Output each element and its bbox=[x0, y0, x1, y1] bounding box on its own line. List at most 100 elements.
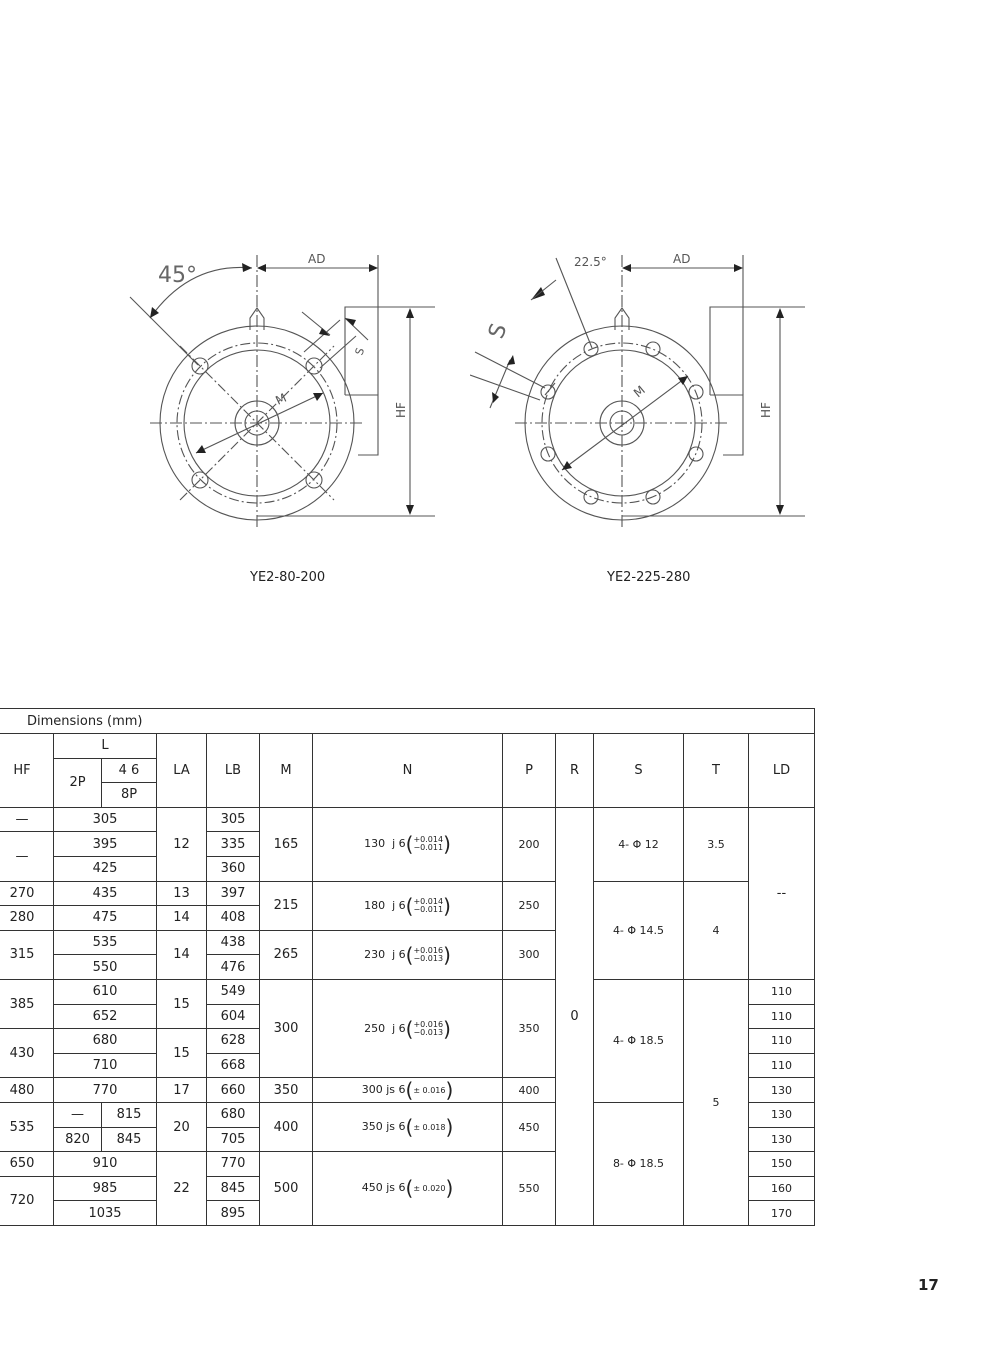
ad-label: AD bbox=[308, 252, 325, 266]
table-row: 652 604 110 bbox=[0, 1003, 815, 1030]
l-cell: 535 bbox=[53, 929, 157, 956]
n-cell: 250 j 6(+0.016−0.013) bbox=[312, 978, 503, 1079]
drawing-caption-2: YE2-225-280 bbox=[607, 570, 691, 585]
header-ld: LD bbox=[748, 733, 815, 808]
l-cell: 680 bbox=[53, 1028, 157, 1054]
p-cell: 200 bbox=[502, 806, 556, 882]
flange-drawing-ye2-80-200: 45° AD HF M S bbox=[129, 252, 435, 530]
l-cell: 435 bbox=[53, 880, 157, 907]
hf-label: HF bbox=[759, 402, 773, 418]
l-cell: 845 bbox=[101, 1126, 157, 1153]
t-cell: 5 bbox=[683, 978, 749, 1226]
m-cell: 165 bbox=[259, 806, 313, 882]
m-cell: 265 bbox=[259, 929, 313, 980]
la-cell: 14 bbox=[156, 905, 207, 931]
lb-cell: 305 bbox=[206, 806, 260, 833]
ld-cell: -- bbox=[748, 806, 815, 980]
lb-cell: 476 bbox=[206, 954, 260, 980]
ld-cell: 160 bbox=[748, 1175, 815, 1202]
la-cell: 15 bbox=[156, 1028, 207, 1079]
l-cell: 815 bbox=[101, 1101, 157, 1128]
s-cell: 4- Φ 14.5 bbox=[593, 880, 684, 980]
table-row: 550 476 bbox=[0, 954, 815, 980]
l-cell: 820 bbox=[53, 1126, 102, 1153]
table-row: — 305 12 305 165 130 j 6(+0.014−0.011) 2… bbox=[0, 806, 815, 1226]
header-n: N bbox=[312, 733, 503, 808]
m-cell: 350 bbox=[259, 1077, 313, 1103]
lb-cell: 360 bbox=[206, 855, 260, 882]
table-row: 385 610 15 549 300 250 j 6(+0.016−0.013)… bbox=[0, 978, 815, 1226]
l-cell: 652 bbox=[53, 1003, 157, 1030]
n-cell: 130 j 6(+0.014−0.011) bbox=[312, 806, 503, 882]
header-la: LA bbox=[156, 733, 207, 808]
lb-cell: 770 bbox=[206, 1151, 260, 1177]
hf-cell: — bbox=[0, 831, 54, 882]
lb-cell: 895 bbox=[206, 1200, 260, 1226]
l-cell: 425 bbox=[53, 855, 157, 882]
n-cell: 450 js 6(± 0.020) bbox=[312, 1151, 503, 1226]
header-l-2p: 2P bbox=[53, 757, 102, 808]
table-row: 480 770 17 660 350 300 js 6(± 0.016) 400… bbox=[0, 1077, 815, 1103]
header-lb: LB bbox=[206, 733, 260, 808]
table-title: Dimensions (mm) bbox=[0, 708, 815, 734]
table-row: 270 435 13 397 215 180 j 6(+0.014−0.011)… bbox=[0, 880, 815, 980]
l-cell: 910 bbox=[53, 1151, 157, 1177]
header-hf: HF bbox=[0, 733, 54, 808]
flange-drawing-ye2-225-280: 22.5° AD HF M S bbox=[470, 252, 805, 530]
lb-cell: 397 bbox=[206, 880, 260, 907]
lb-cell: 604 bbox=[206, 1003, 260, 1030]
n-cell: 350 js 6(± 0.018) bbox=[312, 1101, 503, 1153]
table-row: 535 — 815 20 680 400 350 js 6(± 0.018) 4… bbox=[0, 1101, 815, 1226]
ld-cell: 130 bbox=[748, 1101, 815, 1128]
lb-cell: 335 bbox=[206, 831, 260, 857]
l-cell: 395 bbox=[53, 831, 157, 857]
header-l: L bbox=[53, 733, 157, 759]
hf-cell: 650 bbox=[0, 1151, 54, 1177]
l-cell: 985 bbox=[53, 1175, 157, 1202]
p-cell: 350 bbox=[502, 978, 556, 1079]
lb-cell: 408 bbox=[206, 905, 260, 931]
hf-cell: 430 bbox=[0, 1028, 54, 1079]
l-cell: 710 bbox=[53, 1052, 157, 1079]
t-cell: 4 bbox=[683, 880, 749, 980]
p-cell: 300 bbox=[502, 929, 556, 980]
hf-cell: 535 bbox=[0, 1101, 54, 1153]
header-l-46: 4 6 bbox=[101, 757, 157, 784]
m-cell: 300 bbox=[259, 978, 313, 1079]
hf-cell: 720 bbox=[0, 1175, 54, 1226]
l-cell: — bbox=[53, 1101, 102, 1128]
page-number: 17 bbox=[918, 1276, 939, 1294]
s-label: S bbox=[484, 320, 512, 342]
hf-cell: 280 bbox=[0, 905, 54, 931]
ld-cell: 110 bbox=[748, 978, 815, 1005]
s-cell: 4- Φ 18.5 bbox=[593, 978, 684, 1103]
ad-label: AD bbox=[673, 252, 690, 266]
lb-cell: 549 bbox=[206, 978, 260, 1005]
s-label: S bbox=[353, 346, 368, 357]
lb-cell: 845 bbox=[206, 1175, 260, 1202]
s-cell: 4- Φ 12 bbox=[593, 806, 684, 882]
t-cell: 3.5 bbox=[683, 806, 749, 882]
la-cell: 13 bbox=[156, 880, 207, 907]
la-cell: 15 bbox=[156, 978, 207, 1030]
ld-cell: 110 bbox=[748, 1052, 815, 1079]
la-cell: 14 bbox=[156, 929, 207, 980]
ld-cell: 170 bbox=[748, 1200, 815, 1226]
m-cell: 400 bbox=[259, 1101, 313, 1153]
table-row: 710 668 110 bbox=[0, 1052, 815, 1079]
l-cell: 550 bbox=[53, 954, 157, 980]
hf-cell: 315 bbox=[0, 929, 54, 980]
ld-cell: 110 bbox=[748, 1028, 815, 1054]
lb-cell: 680 bbox=[206, 1101, 260, 1128]
angle-label: 22.5° bbox=[574, 255, 607, 269]
l-cell: 770 bbox=[53, 1077, 157, 1103]
lb-cell: 705 bbox=[206, 1126, 260, 1153]
hf-cell: 480 bbox=[0, 1077, 54, 1103]
ld-cell: 130 bbox=[748, 1126, 815, 1153]
table-row: 820 845 705 130 bbox=[0, 1126, 815, 1153]
header-l-8p: 8P bbox=[101, 782, 157, 808]
hf-cell: 270 bbox=[0, 880, 54, 907]
hf-label: HF bbox=[394, 402, 408, 418]
p-cell: 400 bbox=[502, 1077, 556, 1103]
table-row: 425 360 bbox=[0, 855, 815, 882]
